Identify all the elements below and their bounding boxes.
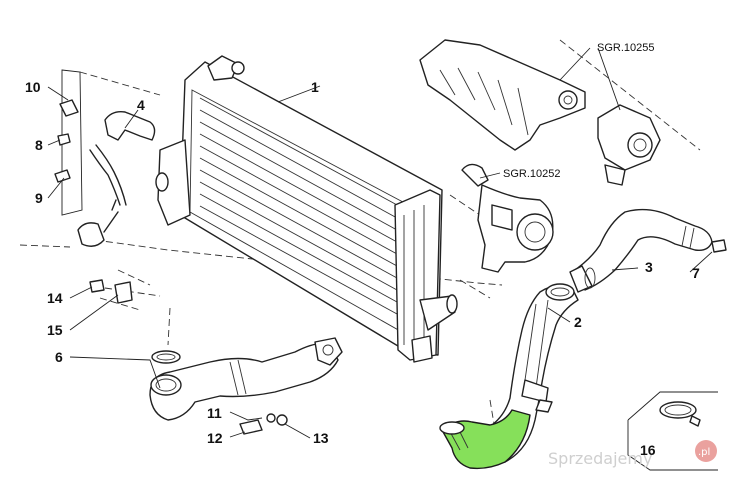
clamp-16 bbox=[627, 391, 718, 471]
small-fasteners-left bbox=[54, 99, 133, 304]
callout-16: 16 bbox=[640, 442, 656, 458]
watermark-badge-icon bbox=[695, 440, 717, 462]
callout-15: 15 bbox=[47, 322, 63, 338]
leader-lines bbox=[47, 47, 713, 439]
intake-manifold bbox=[419, 39, 661, 186]
ref-manifold: SGR.10255 bbox=[597, 42, 654, 54]
callout-9: 9 bbox=[35, 190, 43, 206]
hose-3 bbox=[569, 208, 713, 293]
callout-14: 14 bbox=[47, 290, 63, 306]
intercooler bbox=[155, 55, 458, 363]
callouts: 1 2 3 4 6 7 8 9 10 11 12 13 14 15 16 bbox=[25, 79, 700, 458]
watermark: Sprzedajemy .pl bbox=[548, 440, 717, 468]
callout-1: 1 bbox=[311, 79, 319, 95]
callout-6: 6 bbox=[55, 349, 63, 365]
watermark-suffix: .pl bbox=[698, 447, 710, 458]
hose-6 bbox=[149, 337, 343, 421]
callout-13: 13 bbox=[313, 430, 329, 446]
reference-labels: SGR.10255 SGR.10252 bbox=[503, 42, 654, 180]
turbocharger bbox=[461, 163, 554, 273]
callout-12: 12 bbox=[207, 430, 223, 446]
callout-8: 8 bbox=[35, 137, 43, 153]
callout-4: 4 bbox=[137, 97, 145, 113]
ref-turbo: SGR.10252 bbox=[503, 168, 560, 180]
hose-bracket-4 bbox=[61, 69, 156, 247]
hose-2-highlighted-elbow bbox=[439, 409, 531, 470]
callout-10: 10 bbox=[25, 79, 41, 95]
fasteners-11-12-13 bbox=[239, 413, 288, 435]
callout-2: 2 bbox=[574, 314, 582, 330]
callout-11: 11 bbox=[207, 405, 222, 421]
callout-7: 7 bbox=[692, 265, 700, 281]
screw-7 bbox=[711, 239, 727, 253]
watermark-text: Sprzedajemy bbox=[548, 449, 652, 468]
callout-3: 3 bbox=[645, 259, 653, 275]
